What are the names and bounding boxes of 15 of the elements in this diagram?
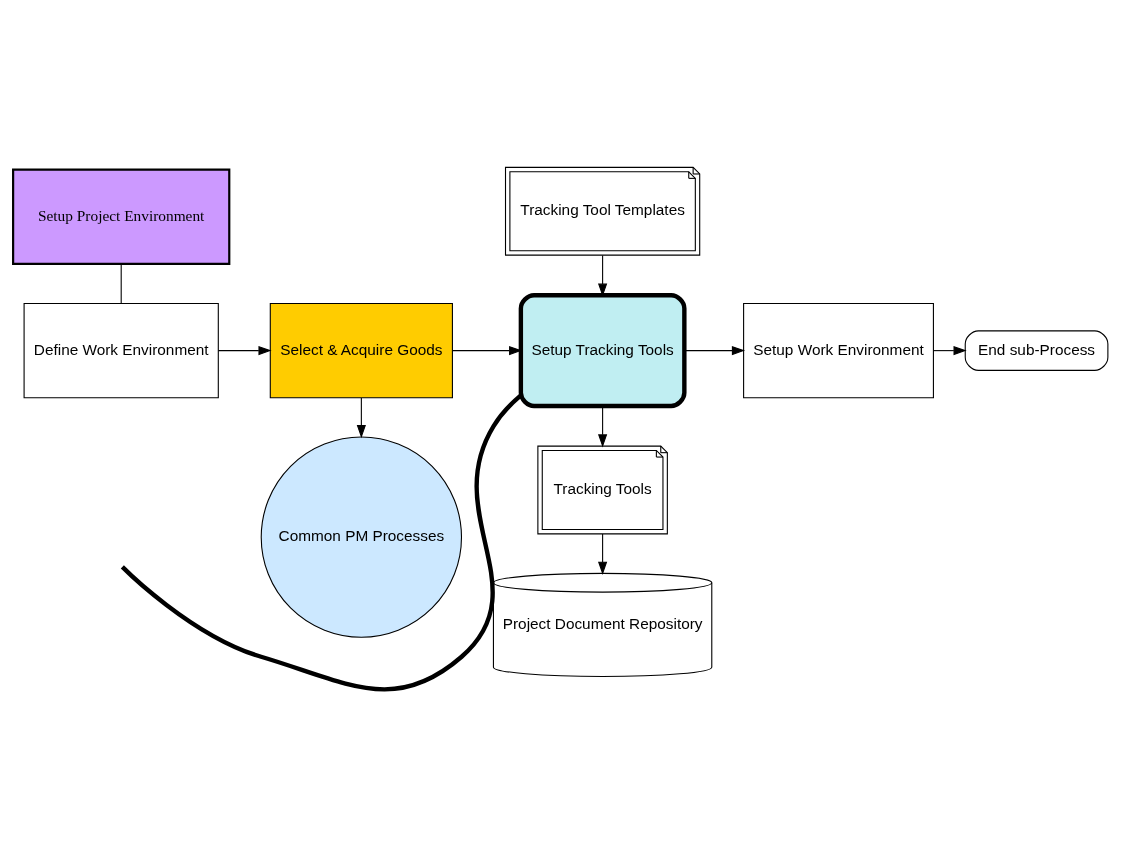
arrow <box>932 345 967 355</box>
node-box: Select & Acquire Goods <box>269 302 453 398</box>
arrow <box>598 405 608 448</box>
node-box: Setup Tracking Tools <box>518 292 687 408</box>
node-box: End sub-Process <box>964 329 1109 371</box>
arrow <box>598 532 608 575</box>
connector <box>120 393 522 691</box>
arrow <box>356 396 366 438</box>
arrow <box>217 345 272 355</box>
node-box: Setup Work Environment <box>743 302 934 398</box>
node-box: Setup Project Environment <box>12 168 231 265</box>
connector <box>120 262 122 304</box>
arrow <box>683 345 746 355</box>
node-box: Define Work Environment <box>23 302 219 398</box>
node-circle: Common PM Processes <box>260 435 463 638</box>
